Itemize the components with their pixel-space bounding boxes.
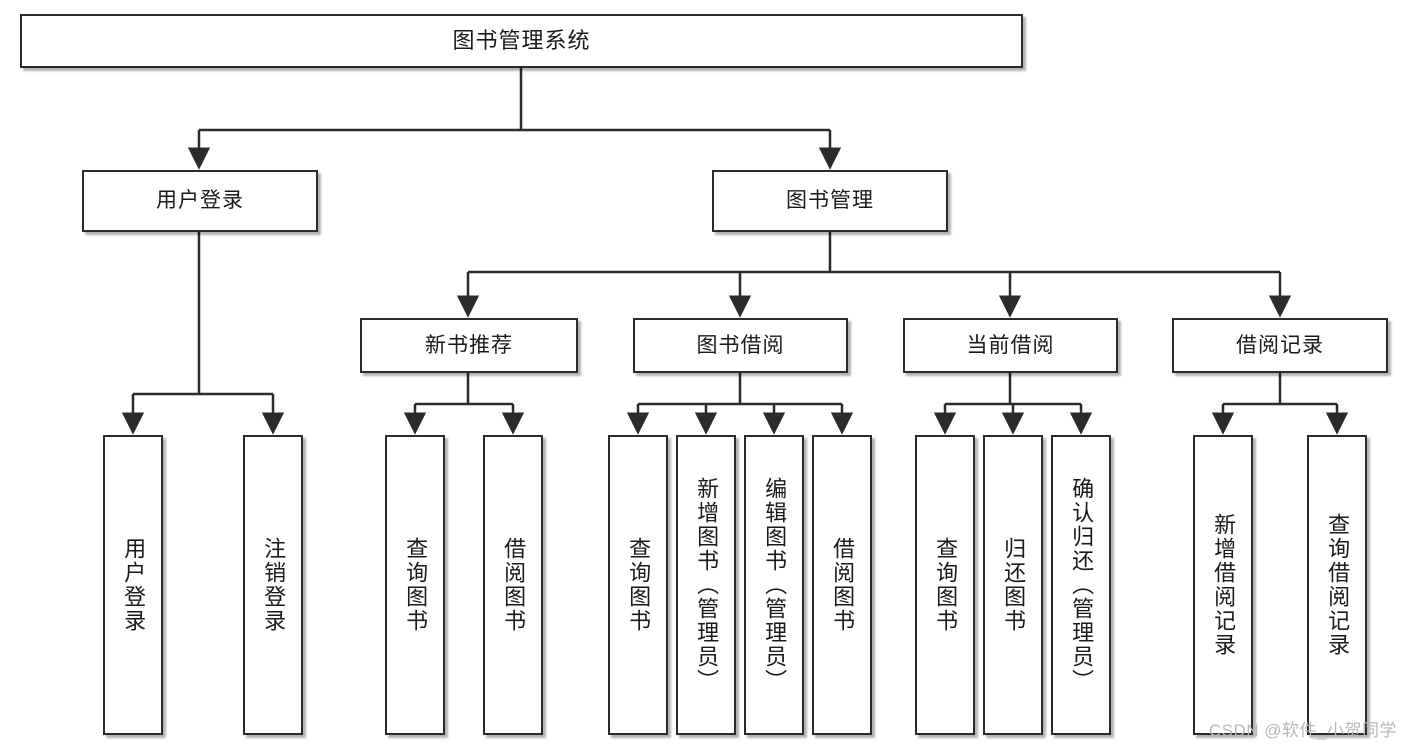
node-current-borrow-label: 当前借阅: [966, 333, 1055, 357]
node-user-login-label: 用户登录: [156, 189, 244, 213]
node-leaf-borrow-book-1[interactable]: 借阅图书: [483, 435, 543, 735]
node-root[interactable]: 图书管理系统: [20, 14, 1023, 68]
node-leaf-query-book-2-label: 查询图书: [626, 537, 652, 633]
node-leaf-confirm-return-label: 确认归还（管理员）: [1069, 477, 1095, 693]
node-leaf-query-book-3[interactable]: 查询图书: [915, 435, 975, 735]
node-book-manage[interactable]: 图书管理: [712, 170, 948, 232]
node-leaf-borrow-book-2[interactable]: 借阅图书: [812, 435, 872, 735]
node-current-borrow[interactable]: 当前借阅: [903, 318, 1118, 373]
node-leaf-query-book-1[interactable]: 查询图书: [385, 435, 445, 735]
node-leaf-query-record[interactable]: 查询借阅记录: [1307, 435, 1367, 735]
node-leaf-user-login[interactable]: 用户登录: [103, 435, 163, 735]
node-leaf-query-book-3-label: 查询图书: [933, 537, 959, 633]
node-user-login[interactable]: 用户登录: [82, 170, 318, 232]
node-book-manage-label: 图书管理: [786, 189, 874, 213]
node-leaf-add-book[interactable]: 新增图书（管理员）: [676, 435, 736, 735]
node-leaf-borrow-book-1-label: 借阅图书: [501, 537, 527, 633]
watermark-text: CSDN @软件_小贺同学: [1208, 721, 1397, 740]
node-leaf-borrow-book-2-label: 借阅图书: [830, 537, 856, 633]
node-new-book-rec[interactable]: 新书推荐: [360, 318, 578, 373]
node-leaf-add-record-label: 新增借阅记录: [1211, 513, 1237, 657]
node-leaf-user-logout-label: 注销登录: [261, 537, 287, 633]
node-leaf-return-book[interactable]: 归还图书: [983, 435, 1043, 735]
node-leaf-query-book-2[interactable]: 查询图书: [608, 435, 668, 735]
node-leaf-add-record[interactable]: 新增借阅记录: [1193, 435, 1253, 735]
node-book-borrow[interactable]: 图书借阅: [633, 318, 848, 373]
node-leaf-edit-book-label: 编辑图书（管理员）: [762, 477, 788, 693]
node-book-borrow-label: 图书借阅: [696, 333, 785, 357]
node-leaf-user-login-label: 用户登录: [121, 537, 147, 633]
node-root-label: 图书管理系统: [452, 27, 591, 53]
node-borrow-record-label: 借阅记录: [1236, 333, 1324, 357]
node-borrow-record[interactable]: 借阅记录: [1172, 318, 1388, 373]
node-leaf-query-record-label: 查询借阅记录: [1325, 513, 1351, 657]
node-leaf-edit-book[interactable]: 编辑图书（管理员）: [744, 435, 804, 735]
node-new-book-rec-label: 新书推荐: [425, 333, 513, 357]
node-leaf-add-book-label: 新增图书（管理员）: [694, 477, 720, 693]
node-leaf-return-book-label: 归还图书: [1001, 537, 1027, 633]
node-leaf-confirm-return[interactable]: 确认归还（管理员）: [1051, 435, 1111, 735]
node-leaf-query-book-1-label: 查询图书: [403, 537, 429, 633]
node-leaf-user-logout[interactable]: 注销登录: [243, 435, 303, 735]
